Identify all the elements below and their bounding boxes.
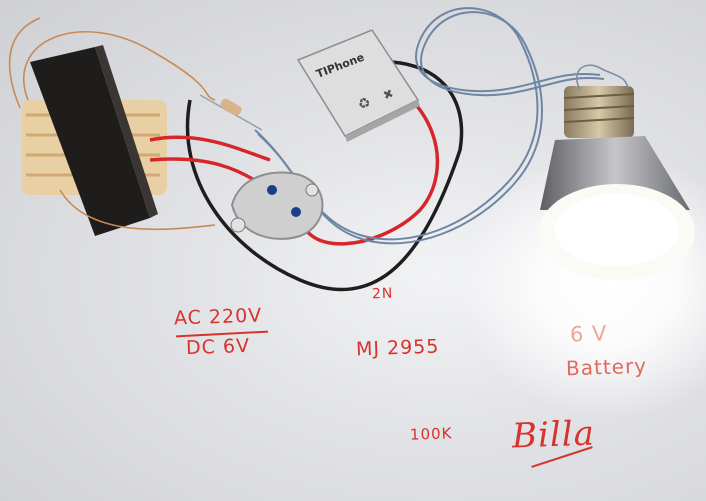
- twisted-wire: [254, 7, 605, 245]
- annotation-2n: 2N: [371, 285, 394, 303]
- annotation-mj2955: MJ 2955: [355, 335, 440, 361]
- battery: TIPhone ♻ ✖: [296, 29, 420, 142]
- copper-leads: [8, 17, 216, 231]
- trash-bin-icon: ✖: [381, 86, 395, 103]
- annotation-dc-6v: DC 6V: [185, 334, 251, 360]
- annotation-battery: Battery: [565, 353, 648, 381]
- led-bulb: [539, 64, 695, 280]
- recycle-icon: ♻: [356, 95, 373, 114]
- annotation-ac-220v: AC 220V: [173, 304, 263, 330]
- transistor-mj2955: [230, 171, 324, 240]
- annotation-6v: 6 V: [569, 321, 608, 347]
- transformer-core: [30, 47, 150, 236]
- annotation-100k: 100K: [409, 424, 453, 444]
- resistor-100k: [199, 94, 263, 131]
- bulb-screw-base: [564, 86, 634, 138]
- black-wire: [185, 60, 464, 292]
- transformer: [22, 45, 167, 236]
